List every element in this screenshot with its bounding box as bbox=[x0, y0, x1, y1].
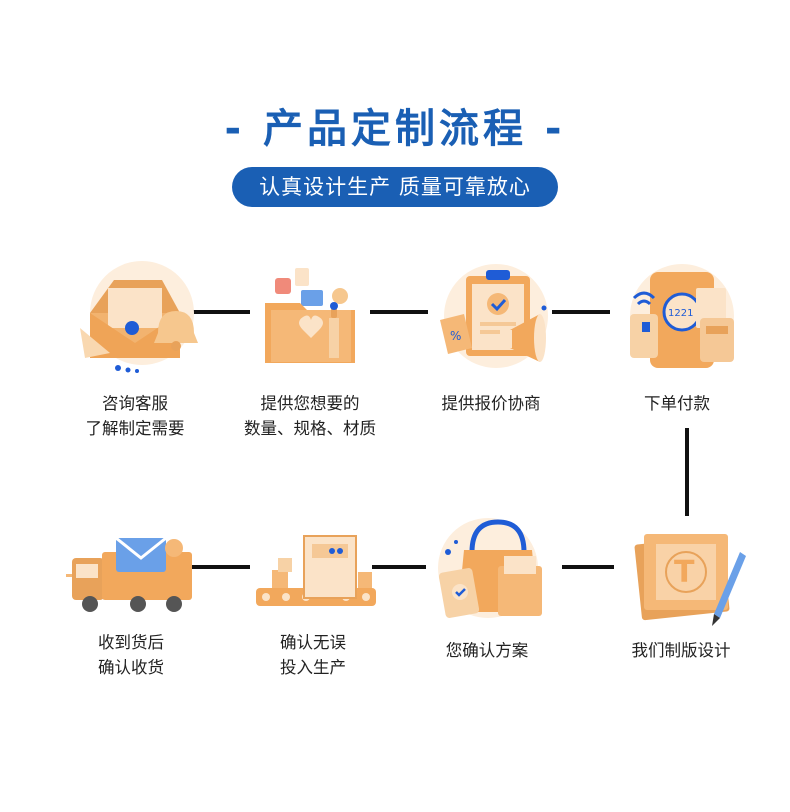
production-line-icon bbox=[248, 512, 378, 632]
connector-1-2 bbox=[192, 310, 250, 314]
step-label-line: 您确认方案 bbox=[445, 641, 529, 660]
clipboard-megaphone-icon: % bbox=[426, 258, 556, 378]
step-label-line: 咨询客服 bbox=[102, 394, 168, 413]
step-label-line: 提供您想要的 bbox=[260, 394, 360, 413]
step-label-line: 收到货后 bbox=[98, 633, 164, 652]
svg-text:%: % bbox=[450, 329, 461, 343]
step-label-line: 了解制定需要 bbox=[85, 419, 185, 438]
shopping-bag-icon bbox=[422, 512, 552, 632]
step-label-line: 提供报价协商 bbox=[441, 394, 541, 413]
step-label: 下单付款 bbox=[592, 391, 762, 416]
design-tool-icon: T bbox=[616, 512, 746, 632]
connector-3-4 bbox=[552, 310, 610, 314]
connector-7-8 bbox=[192, 565, 250, 569]
subtitle-badge: 认真设计生产 质量可靠放心 bbox=[232, 167, 558, 207]
step-label: 咨询客服 了解制定需要 bbox=[50, 391, 220, 441]
step-label-line: 确认无误 bbox=[280, 633, 346, 652]
delivery-truck-icon bbox=[66, 512, 196, 632]
connector-6-7 bbox=[372, 565, 426, 569]
payment-terminal-icon: 1221 bbox=[612, 258, 742, 378]
step-label: 您确认方案 bbox=[402, 638, 572, 663]
step-label: 提供报价协商 bbox=[406, 391, 576, 416]
step-label-line: 确认收货 bbox=[98, 658, 164, 677]
connector-2-3 bbox=[370, 310, 428, 314]
connector-4-5 bbox=[685, 428, 689, 516]
page-title: - 产品定制流程 - bbox=[224, 106, 566, 152]
step-label: 我们制版设计 bbox=[596, 638, 766, 663]
connector-5-6 bbox=[562, 565, 614, 569]
svg-text:T: T bbox=[674, 555, 695, 590]
envelope-bell-icon bbox=[70, 258, 200, 378]
step-label: 收到货后 确认收货 bbox=[46, 630, 216, 680]
folder-icon bbox=[245, 258, 375, 378]
step-label-line: 下单付款 bbox=[644, 394, 710, 413]
step-label: 确认无误 投入生产 bbox=[228, 630, 398, 680]
step-label-line: 数量、规格、材质 bbox=[244, 419, 376, 438]
step-label: 提供您想要的 数量、规格、材质 bbox=[225, 391, 395, 441]
step-label-line: 投入生产 bbox=[280, 658, 346, 677]
svg-text:1221: 1221 bbox=[668, 308, 693, 319]
step-label-line: 我们制版设计 bbox=[631, 641, 731, 660]
